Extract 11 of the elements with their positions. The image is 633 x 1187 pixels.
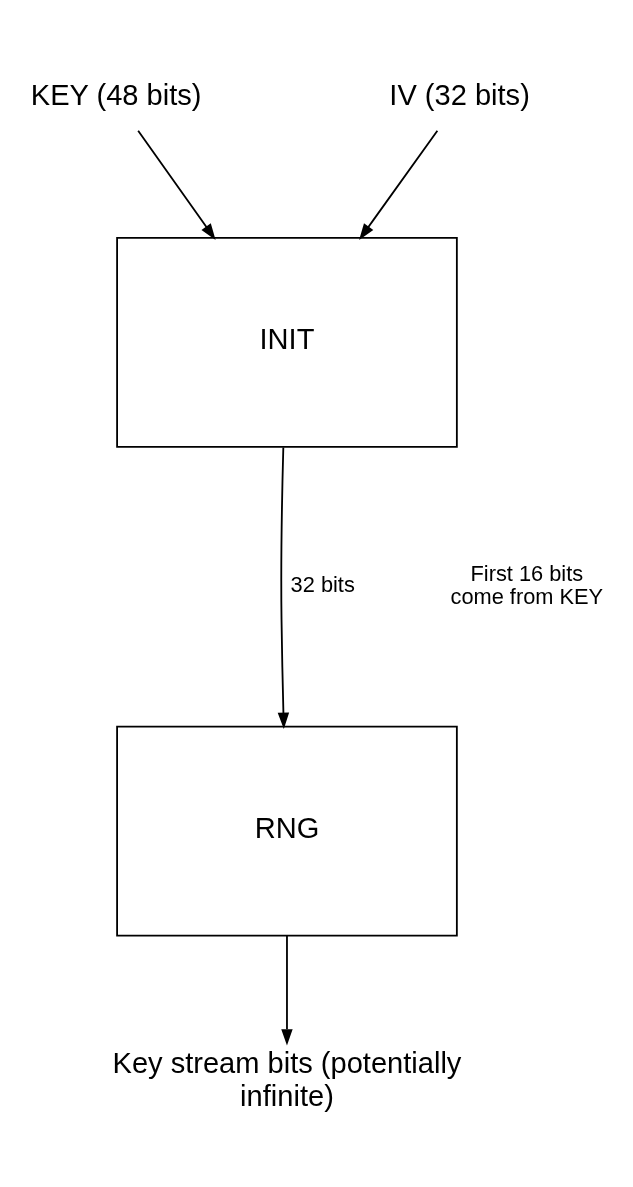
arrow xyxy=(137,129,216,240)
node-text: IV (32 bits) xyxy=(389,78,530,111)
node-box: RNG xyxy=(116,725,458,936)
edge-label: 32 bits xyxy=(290,571,355,597)
arrow xyxy=(359,129,439,240)
label: First 16 bits come from KEY xyxy=(450,560,604,609)
node-text: Key stream bits (potentially infinite) xyxy=(112,1046,462,1112)
arrow xyxy=(277,446,290,729)
node-box: INIT xyxy=(116,236,458,448)
arrow xyxy=(281,934,293,1046)
node-text: KEY (48 bits) xyxy=(30,78,202,111)
